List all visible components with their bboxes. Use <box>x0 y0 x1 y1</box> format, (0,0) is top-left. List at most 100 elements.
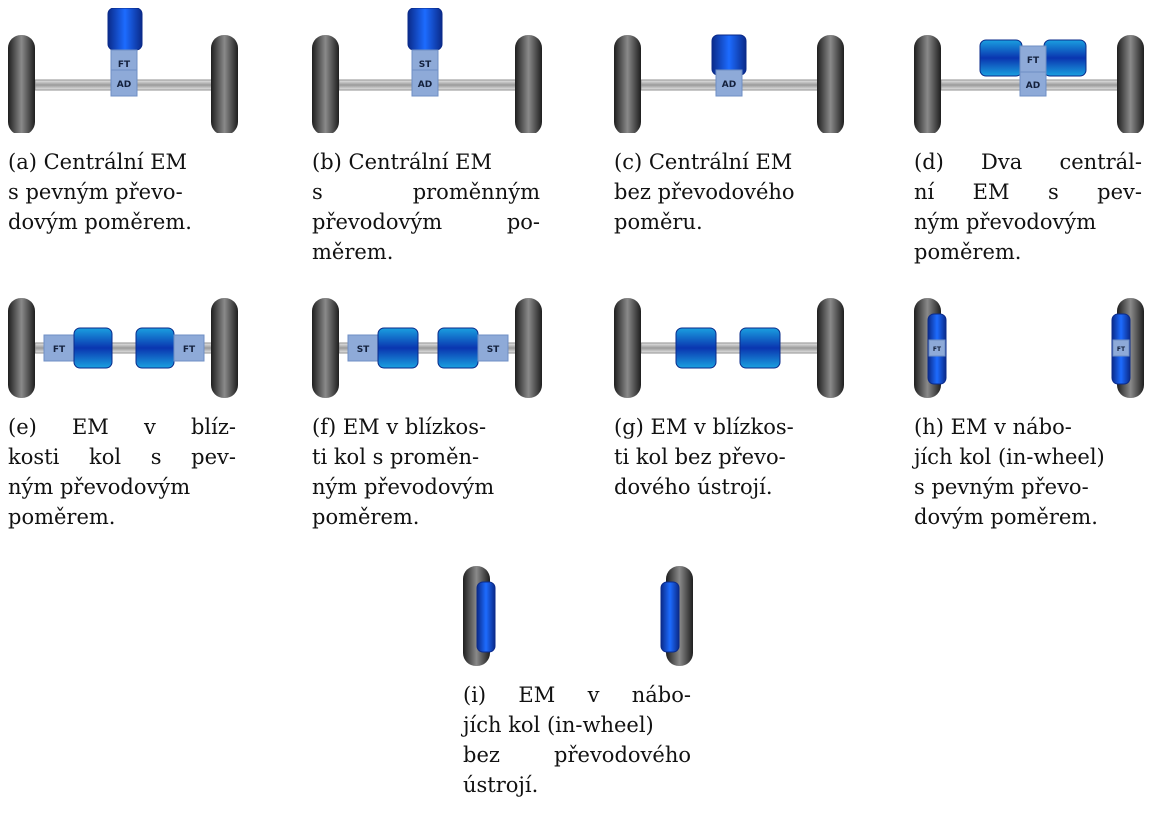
label-ad: AD <box>1026 81 1040 91</box>
caption-a: (a) Centrální EM s pevným převo- dovým p… <box>8 147 236 237</box>
caption-line: dovým poměrem. <box>914 505 1098 529</box>
caption-f: (f) EM v blízkos- ti kol s proměn- ným p… <box>312 412 540 532</box>
wheel-left <box>8 298 35 398</box>
caption-line: poměrem. <box>8 505 116 529</box>
diagram-c: AD <box>614 34 844 133</box>
caption-line: (c) Centrální EM <box>614 150 793 174</box>
electric-motor-left <box>675 327 717 369</box>
gearbox-ft <box>1019 45 1047 73</box>
wheel-left <box>312 298 339 398</box>
panel-d: FT AD (d) Dva centrál- ní EM s pev- ným … <box>914 8 1153 267</box>
caption-line: ným převodovým <box>914 210 1097 234</box>
caption-d: (d) Dva centrál- ní EM s pev- ným převod… <box>914 147 1142 267</box>
caption-line: s proměnným <box>312 180 540 204</box>
caption-line: s pevným převo- <box>914 475 1089 499</box>
wheel-left <box>614 298 641 398</box>
wheel-right <box>211 35 238 133</box>
gearbox-ft-right <box>173 334 205 362</box>
caption-line: (b) Centrální EM <box>312 150 492 174</box>
in-wheel-motor-right <box>660 581 680 653</box>
caption-line: ní EM s pev- <box>914 180 1142 204</box>
electric-motor-right <box>437 327 479 369</box>
caption-line: kosti kol s pev- <box>8 445 236 469</box>
electric-motor-left <box>73 327 113 369</box>
panel-e: FT FT (e) EM v blíz- kosti kol s pev- ný… <box>8 298 248 532</box>
diagram-d: FT AD <box>914 35 1144 133</box>
caption-line: jích kol (in-wheel) <box>914 445 1105 469</box>
caption-line: ným převodovým <box>8 475 191 499</box>
wheel-right <box>515 35 542 133</box>
caption-line: (d) Dva centrál- <box>914 150 1142 174</box>
caption-line: ti kol s proměn- <box>312 445 480 469</box>
diagram-b: ST AD <box>312 8 542 133</box>
caption-line: (e) EM v blíz- <box>8 415 236 439</box>
label-ad: AD <box>722 80 736 90</box>
electric-motor <box>711 34 747 76</box>
label-ft-right: FT <box>1117 346 1126 353</box>
electric-motor-left <box>979 39 1023 77</box>
panel-h: FT FT (h) EM v nábo- jích kol (in-wheel)… <box>914 298 1153 532</box>
wheel-right <box>817 298 844 398</box>
caption-line: ným převodovým <box>312 475 495 499</box>
panel-c: AD (c) Centrální EM bez převodového pomě… <box>614 8 854 237</box>
caption-line: (f) EM v blízkos- <box>312 415 487 439</box>
caption-b: (b) Centrální EM s proměnným převodovým … <box>312 147 540 267</box>
diagram-g <box>614 298 844 398</box>
label-ad: AD <box>117 80 131 90</box>
label-ft-left: FT <box>53 345 66 355</box>
caption-line: poměrem. <box>312 505 420 529</box>
caption-line: bez převodového <box>463 743 691 767</box>
gearbox-ft-left <box>928 339 946 357</box>
differential-ad <box>411 69 439 97</box>
wheel-right <box>1117 35 1144 133</box>
caption-line: (a) Centrální EM <box>8 150 188 174</box>
caption-line: dového ústrojí. <box>614 475 773 499</box>
caption-h: (h) EM v nábo- jích kol (in-wheel) s pev… <box>914 412 1142 532</box>
differential-ad <box>715 69 743 97</box>
caption-line: poměrem. <box>914 240 1022 264</box>
caption-line: dovým poměrem. <box>8 210 192 234</box>
caption-g: (g) EM v blízkos- ti kol bez převo- dové… <box>614 412 842 502</box>
axle <box>640 342 828 354</box>
wheel-left <box>8 35 35 133</box>
gearbox-st-left <box>347 334 379 362</box>
electric-motor-right <box>135 327 175 369</box>
electric-motor-right <box>1043 39 1087 77</box>
in-wheel-motor-left <box>476 581 496 653</box>
panel-a: FT AD (a) Centrální EM s pevným převo- d… <box>8 8 248 237</box>
caption-e: (e) EM v blíz- kosti kol s pev- ným přev… <box>8 412 236 532</box>
caption-line: bez převodového <box>614 180 795 204</box>
diagram-i <box>463 566 693 666</box>
differential-ad <box>110 69 138 97</box>
caption-line: ústrojí. <box>463 773 539 797</box>
label-st-left: ST <box>357 345 370 355</box>
label-ft-right: FT <box>183 345 196 355</box>
wheel-left <box>312 35 339 133</box>
label-ft: FT <box>1027 56 1040 66</box>
wheel-right <box>515 298 542 398</box>
diagram-f: ST ST <box>312 298 542 398</box>
electric-motor-right <box>739 327 781 369</box>
electric-motor <box>407 8 443 51</box>
diagram-a: FT AD <box>8 8 238 133</box>
electric-motor <box>107 8 143 51</box>
panel-b: ST AD (b) Centrální EM s proměnným převo… <box>312 8 552 267</box>
label-ad: AD <box>418 80 432 90</box>
wheel-left <box>914 35 941 133</box>
wheel-right <box>817 35 844 133</box>
caption-line: (g) EM v blízkos- <box>614 415 794 439</box>
gearbox-ft-right <box>1112 339 1130 357</box>
panel-i: (i) EM v nábo- jích kol (in-wheel) bez p… <box>463 566 703 800</box>
caption-line: měrem. <box>312 240 394 264</box>
panel-f: ST ST (f) EM v blízkos- ti kol s proměn-… <box>312 298 552 532</box>
caption-line: ti kol bez převo- <box>614 445 786 469</box>
label-ft-left: FT <box>933 346 942 353</box>
label-ft: FT <box>118 60 131 70</box>
caption-line: (i) EM v nábo- <box>463 683 691 707</box>
wheel-right <box>211 298 238 398</box>
differential-ad <box>1019 71 1047 97</box>
electric-motor-left <box>377 327 419 369</box>
wheel-left <box>614 35 641 133</box>
diagram-e: FT FT <box>8 298 238 398</box>
label-st: ST <box>419 60 432 70</box>
